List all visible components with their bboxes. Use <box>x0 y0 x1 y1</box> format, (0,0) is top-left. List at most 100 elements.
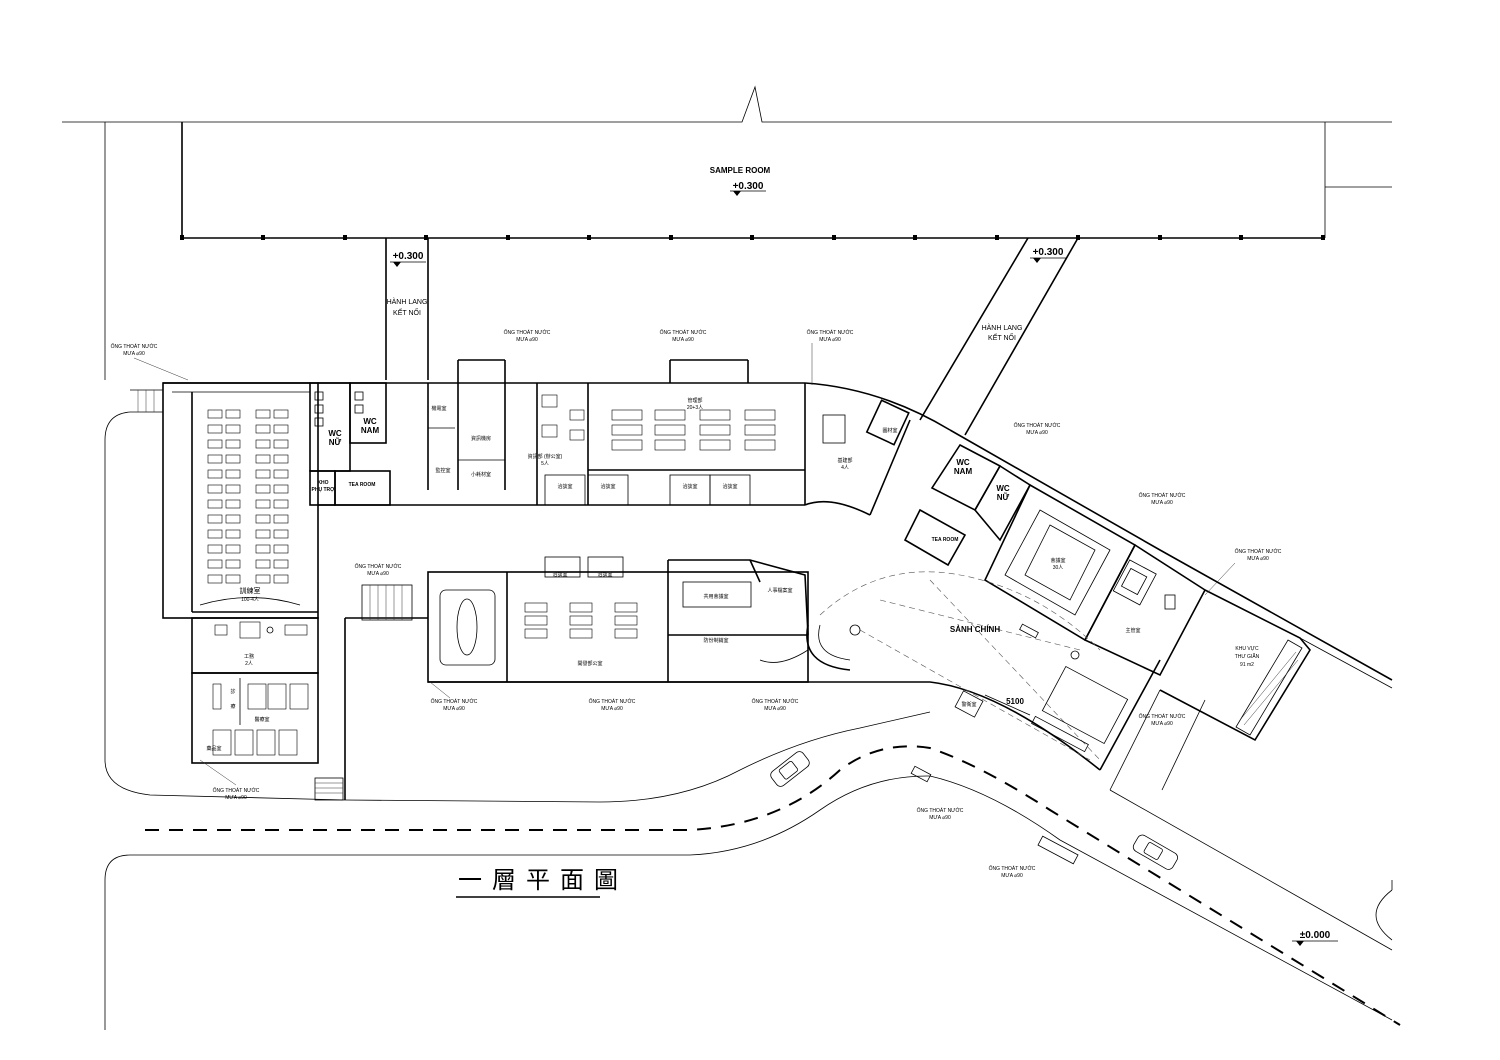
svg-text:ỐNG THOÁT NƯỚC: ỐNG THOÁT NƯỚC <box>752 698 799 705</box>
corridor-left: +0.300 HÀNH LANG KẾT NỐI <box>385 238 429 380</box>
corridor-right-level: +0.300 <box>1033 247 1064 258</box>
relax-area-label-1: KHU VỰC <box>1235 646 1259 652</box>
meeting-d-label: 洽談室 <box>722 483 737 490</box>
lower-block-walls <box>345 556 809 682</box>
shared-meeting-label: 共用會議室 <box>703 593 728 600</box>
kho-phu-tro-label-2: PHỤ TRỢ <box>312 487 336 493</box>
training-room-desks <box>199 409 301 606</box>
meeting-e-label: 洽談室 <box>552 571 567 578</box>
svg-text:ỐNG THOÁT NƯỚC: ỐNG THOÁT NƯỚC <box>807 329 854 336</box>
drawing-title: 一層平面圖 <box>458 866 628 894</box>
meeting-c-label: 洽談室 <box>682 483 697 490</box>
svg-text:MƯA ⌀90: MƯA ⌀90 <box>601 706 623 712</box>
big-meeting-capacity: 30人 <box>1053 565 1064 571</box>
left-lower-rooms <box>212 621 309 756</box>
svg-text:ỐNG THOÁT NƯỚC: ỐNG THOÁT NƯỚC <box>917 807 964 814</box>
clinic-label: 醫療室 <box>254 716 269 723</box>
svg-text:MƯA ⌀90: MƯA ⌀90 <box>929 815 951 821</box>
wc-nu-right-label-1: WC <box>996 484 1010 493</box>
drain-note: ỐNG THOÁT NƯỚC MƯA ⌀90 <box>917 807 964 821</box>
drain-note: ỐNG THOÁT NƯỚC MƯA ⌀90 <box>752 698 799 712</box>
kho-phu-tro-label-1: KHO <box>317 480 328 486</box>
svg-text:MƯA ⌀90: MƯA ⌀90 <box>1247 556 1269 562</box>
corridor-left-level: +0.300 <box>393 251 424 262</box>
drain-note: ỐNG THOÁT NƯỚC MƯA ⌀90 <box>589 698 636 712</box>
meeting-b-label: 洽談室 <box>600 483 615 490</box>
drain-note: ỐNG THOÁT NƯỚC MƯA ⌀90 <box>1139 492 1186 506</box>
svg-text:MƯA ⌀90: MƯA ⌀90 <box>672 337 694 343</box>
car-icon <box>770 751 810 787</box>
mgmt-dept-label: 管理部 <box>687 397 702 404</box>
monitor-room-label: 監控室 <box>435 467 450 474</box>
corridor-left-label-2: KẾT NỐI <box>393 307 421 317</box>
svg-text:ỐNG THOÁT NƯỚC: ỐNG THOÁT NƯỚC <box>355 563 402 570</box>
tea-room-left-label: TEA ROOM <box>349 482 376 488</box>
relax-area-label-3: 91 m2 <box>1240 662 1254 668</box>
svg-text:ỐNG THOÁT NƯỚC: ỐNG THOÁT NƯỚC <box>1235 548 1282 555</box>
svg-text:ỐNG THOÁT NƯỚC: ỐNG THOÁT NƯỚC <box>431 698 478 705</box>
drain-note: ỐNG THOÁT NƯỚC MƯA ⌀90 <box>111 343 158 357</box>
wc-nam-left-label-1: WC <box>363 417 377 426</box>
drain-note: ỐNG THOÁT NƯỚC MƯA ⌀90 <box>1139 713 1186 727</box>
drain-note: ỐNG THOÁT NƯỚC MƯA ⌀90 <box>1014 422 1061 436</box>
wc-block-right <box>903 443 1032 567</box>
clinic-char-2: 療 <box>230 703 235 710</box>
infra-dept-walls <box>804 399 911 516</box>
svg-text:MƯA ⌀90: MƯA ⌀90 <box>225 795 247 801</box>
svg-text:MƯA ⌀90: MƯA ⌀90 <box>764 706 786 712</box>
main-building-walls <box>104 382 1393 803</box>
meeting-a-label: 洽談室 <box>557 483 572 490</box>
svg-text:ỐNG THOÁT NƯỚC: ỐNG THOÁT NƯỚC <box>213 787 260 794</box>
lobby-label: SẢNH CHÍNH <box>950 625 1000 634</box>
meeting-f-label: 洽談室 <box>597 571 612 578</box>
training-room-capacity: 100-4人 <box>241 597 259 603</box>
it-dept-capacity: 5人 <box>541 461 549 467</box>
svg-text:ỐNG THOÁT NƯỚC: ỐNG THOÁT NƯỚC <box>504 329 551 336</box>
wc-nam-left-label-2: NAM <box>361 426 380 435</box>
infra-dept-capacity: 4人 <box>841 465 849 471</box>
hr-archive-label: 人事檔案室 <box>767 587 792 594</box>
svg-text:ỐNG THOÁT NƯỚC: ỐNG THOÁT NƯỚC <box>1014 422 1061 429</box>
training-room-label: 訓練室 <box>240 586 261 595</box>
car-icon <box>1132 834 1178 870</box>
dev-office-label: 開發部公室 <box>577 660 602 667</box>
drain-note: ỐNG THOÁT NƯỚC MƯA ⌀90 <box>431 698 478 712</box>
sample-room-columns <box>180 235 1325 240</box>
svg-text:ỐNG THOÁT NƯỚC: ỐNG THOÁT NƯỚC <box>589 698 636 705</box>
engineering-label: 工務 <box>244 653 254 660</box>
svg-text:MƯA ⌀90: MƯA ⌀90 <box>1151 721 1173 727</box>
relax-area-label-2: THƯ GIÃN <box>1235 653 1260 660</box>
director-room <box>1083 543 1207 677</box>
svg-text:ỐNG THOÁT NƯỚC: ỐNG THOÁT NƯỚC <box>660 329 707 336</box>
svg-text:ỐNG THOÁT NƯỚC: ỐNG THOÁT NƯỚC <box>989 865 1036 872</box>
it-room-label: 資訊機房 <box>471 435 491 442</box>
director-room-label: 主管室 <box>1125 627 1140 634</box>
big-meeting-label: 會議室 <box>1050 557 1065 564</box>
wc-nam-right-label-1: WC <box>956 458 970 467</box>
sample-room-level: +0.300 <box>733 181 764 192</box>
prevention-label: 防份制銷室 <box>703 637 728 644</box>
tea-room-right-label: TEA ROOM <box>932 537 959 543</box>
ground-level-label: ±0.000 <box>1300 930 1331 941</box>
wc-nu-left-label-1: WC <box>328 429 342 438</box>
office-workstations <box>541 394 776 451</box>
material-room-label: 圖材室 <box>882 427 897 434</box>
guard-room-label: 警衛室 <box>961 701 976 708</box>
svg-text:ỐNG THOÁT NƯỚC: ỐNG THOÁT NƯỚC <box>1139 492 1186 499</box>
svg-text:ỐNG THOÁT NƯỚC: ỐNG THOÁT NƯỚC <box>111 343 158 350</box>
svg-text:MƯA ⌀90: MƯA ⌀90 <box>443 706 465 712</box>
medicine-label: 藥品室 <box>206 745 221 752</box>
infra-dept-label: 基建部 <box>837 457 852 464</box>
engineering-capacity: 2人 <box>245 661 253 667</box>
svg-text:ỐNG THOÁT NƯỚC: ỐNG THOÁT NƯỚC <box>1139 713 1186 720</box>
dimension-label: 5100 <box>1006 697 1024 706</box>
drain-note: ỐNG THOÁT NƯỚC MƯA ⌀90 <box>807 329 854 343</box>
road-layout <box>104 745 1401 1030</box>
svg-text:MƯA ⌀90: MƯA ⌀90 <box>1026 430 1048 436</box>
svg-text:MƯA ⌀90: MƯA ⌀90 <box>819 337 841 343</box>
drain-note: ỐNG THOÁT NƯỚC MƯA ⌀90 <box>355 563 402 577</box>
wc-block-left <box>309 382 391 506</box>
svg-text:MƯA ⌀90: MƯA ⌀90 <box>1151 500 1173 506</box>
